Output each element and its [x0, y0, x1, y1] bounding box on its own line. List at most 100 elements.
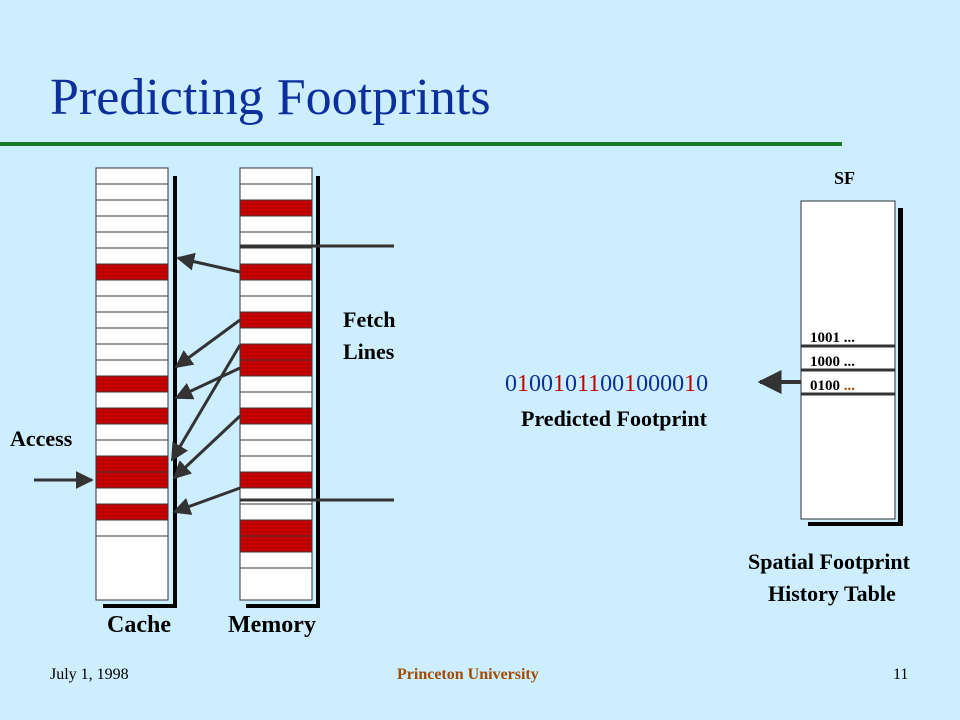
cache-row	[95, 231, 169, 249]
sf-entry-1: 1001 ...	[810, 330, 855, 346]
title-underline	[0, 142, 842, 146]
fetch-arrow-6	[172, 486, 241, 515]
memory-row-highlighted	[239, 343, 313, 361]
cache-row	[95, 215, 169, 233]
cache-row-highlighted	[95, 375, 169, 393]
cache-row	[95, 423, 169, 441]
cache-row	[95, 199, 169, 217]
footer-page-number: 11	[893, 666, 909, 683]
footprint-bit: 1	[684, 371, 697, 397]
fetch-lines-label-line1: Fetch	[343, 307, 396, 332]
footprint-bit: 0	[612, 371, 625, 397]
cache-row	[95, 343, 169, 361]
cache-row	[95, 247, 169, 265]
cache-row	[95, 183, 169, 201]
footprint-bit: 0	[696, 371, 709, 397]
memory-row-highlighted	[239, 311, 313, 329]
cache-row	[95, 519, 169, 537]
memory-shadow-right	[316, 176, 320, 608]
memory-row	[239, 487, 313, 505]
memory-row-highlighted	[239, 535, 313, 553]
memory-row-highlighted	[239, 519, 313, 537]
footprint-bit-string: 01001011001000010	[505, 372, 708, 396]
footprint-bit: 0	[660, 371, 673, 397]
cache-row-highlighted	[95, 471, 169, 489]
memory-row	[239, 247, 313, 265]
footprint-bit: 0	[541, 371, 553, 397]
memory-label: Memory	[228, 612, 316, 638]
sf-body	[800, 200, 896, 520]
sf-entry-3: 0100 ...	[810, 378, 855, 394]
cache-column	[95, 167, 177, 608]
access-label: Access	[10, 426, 73, 451]
cache-label: Cache	[107, 612, 171, 638]
cache-rows	[95, 183, 169, 537]
memory-row-highlighted	[239, 407, 313, 425]
cache-row	[95, 487, 169, 505]
cache-row	[95, 327, 169, 345]
cache-row	[95, 439, 169, 457]
fetch-arrows	[170, 252, 242, 515]
footprint-bit: 0	[648, 371, 661, 397]
page-title: Predicting Footprints	[50, 69, 491, 126]
cache-row-highlighted	[95, 455, 169, 473]
footer-date: July 1, 1998	[50, 666, 129, 683]
cache-row	[95, 391, 169, 409]
cache-shadow-bottom	[103, 604, 177, 608]
cache-row-highlighted	[95, 407, 169, 425]
memory-row	[239, 295, 313, 313]
fetch-lines-label-line2: Lines	[343, 339, 395, 364]
fetch-arrow-2	[174, 318, 241, 369]
memory-row-highlighted	[239, 263, 313, 281]
memory-row	[239, 423, 313, 441]
memory-rows	[239, 183, 313, 569]
memory-row-highlighted	[239, 471, 313, 489]
footprint-bit: 0	[600, 371, 613, 397]
footprint-bit: 0	[565, 371, 577, 397]
memory-row	[239, 327, 313, 345]
memory-row	[239, 439, 313, 457]
footprint-bit: 1	[588, 371, 601, 397]
memory-row	[239, 551, 313, 569]
memory-row	[239, 391, 313, 409]
fetch-arrow-5	[172, 414, 242, 480]
footprint-bit: 0	[529, 371, 541, 397]
fetch-arrow-1	[176, 252, 241, 274]
fetch-arrow-3	[174, 366, 241, 400]
memory-row	[239, 215, 313, 233]
history-table-label-line1: Spatial Footprint	[748, 549, 910, 574]
footprint-bit: 1	[517, 371, 529, 397]
memory-row	[239, 503, 313, 521]
fetch-arrow-4	[170, 344, 242, 462]
sf-label: SF	[834, 168, 856, 188]
footprint-bit: 0	[672, 371, 685, 397]
cache-row-highlighted	[95, 263, 169, 281]
cache-shadow-right	[173, 176, 177, 608]
footprint-bit: 1	[624, 371, 637, 397]
footer-institution: Princeton University	[397, 666, 539, 683]
memory-column	[239, 167, 320, 608]
cache-row-highlighted	[95, 503, 169, 521]
history-table-label-line2: History Table	[768, 581, 896, 606]
cache-row	[95, 359, 169, 377]
cache-row	[95, 295, 169, 313]
memory-row	[239, 375, 313, 393]
sf-shadow-right	[898, 208, 903, 526]
cache-row	[95, 279, 169, 297]
memory-row	[239, 455, 313, 473]
memory-row-highlighted	[239, 199, 313, 217]
footprint-bit: 1	[577, 371, 589, 397]
memory-shadow-bottom	[246, 604, 320, 608]
footprint-bit: 0	[505, 371, 517, 397]
footprint-bit: 1	[553, 371, 565, 397]
memory-row	[239, 183, 313, 201]
sf-table: 1001 ... 1000 ... 0100 ...	[800, 200, 903, 526]
sf-entry-2: 1000 ...	[810, 354, 855, 370]
memory-row-highlighted	[239, 359, 313, 377]
memory-row	[239, 279, 313, 297]
cache-row	[95, 311, 169, 329]
sf-shadow-bottom	[808, 522, 903, 526]
predicted-footprint-label: Predicted Footprint	[521, 406, 707, 431]
footprint-bit: 0	[636, 371, 649, 397]
